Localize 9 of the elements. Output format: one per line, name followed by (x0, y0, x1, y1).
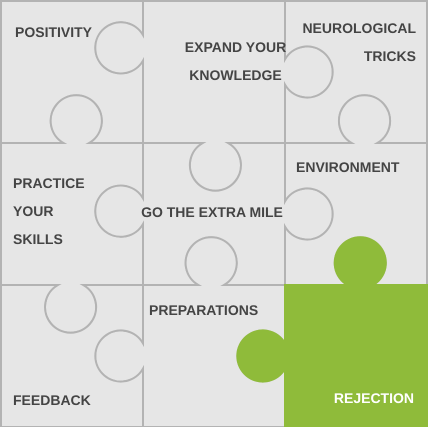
piece-label: EXPAND YOUR KNOWLEDGE (184, 38, 288, 85)
piece-label: POSITIVITY (15, 23, 94, 42)
piece-label: ENVIRONMENT (296, 158, 400, 177)
piece-label: PREPARATIONS (149, 301, 260, 320)
piece-label: GO THE EXTRA MILE (140, 203, 284, 222)
piece-label: REJECTION (332, 389, 414, 408)
piece-label: PRACTICE YOUR SKILLS (13, 174, 86, 249)
piece-label: NEUROLOGICAL TRICKS (301, 19, 416, 66)
piece-label: FEEDBACK (13, 391, 92, 410)
